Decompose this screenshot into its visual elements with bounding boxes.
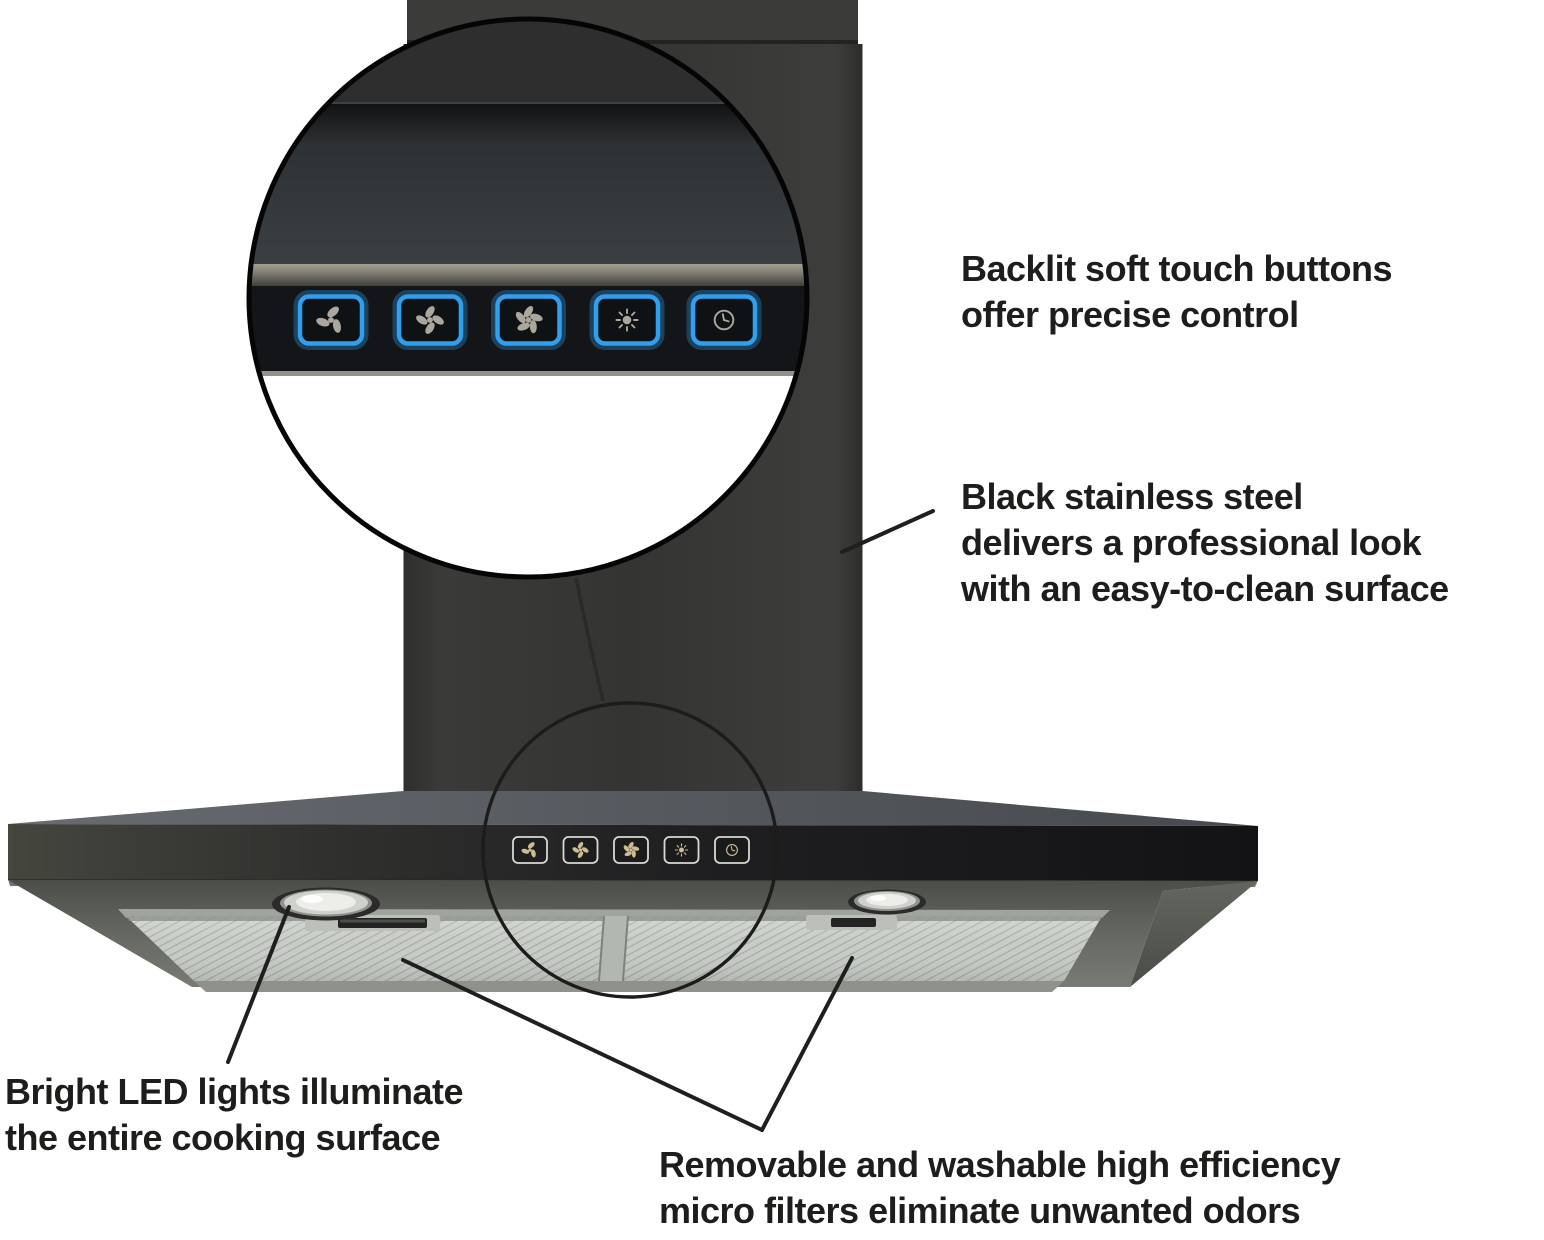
annotation-line: Backlit soft touch buttons (961, 248, 1393, 289)
hood-timer-button (714, 836, 750, 864)
annotation-line: Removable and washable high efficiency (659, 1144, 1341, 1185)
hood-fan-speed-3-button (613, 836, 649, 864)
inset-timer-button (686, 290, 762, 350)
inset-fan-speed-2-button (392, 290, 468, 350)
canopy-slope (8, 791, 1258, 826)
annotation-line: offer precise control (961, 294, 1299, 335)
hood-fan-speed-1-button (512, 836, 548, 864)
magnifier-connector-line (574, 577, 605, 702)
canopy-right-side (1130, 881, 1258, 987)
hood-bottom-rim (194, 981, 1064, 992)
led-light-left (272, 887, 380, 921)
callout-line-filter-left (401, 958, 764, 1132)
filter-divider (599, 916, 628, 981)
annotation-line: with an easy-to-clean surface (961, 568, 1449, 609)
led-light-right (848, 889, 926, 915)
annotation-line: Bright LED lights illuminate (5, 1071, 464, 1112)
annotation-filters: Removable and washable high efficiency m… (659, 1142, 1341, 1234)
callout-line-led (226, 905, 291, 1064)
callout-line-steel (840, 509, 935, 554)
magnifier-source-circle (481, 701, 779, 999)
filter-handle-right (806, 915, 897, 930)
annotation-line: delivers a professional look (961, 522, 1422, 563)
inset-fan-speed-3-button (491, 290, 566, 350)
hood-control-strip (512, 836, 750, 864)
annotation-led-lights: Bright LED lights illuminate the entire … (5, 1069, 464, 1161)
annotation-black-stainless: Black stainless steel delivers a profess… (961, 474, 1449, 612)
callout-lines (226, 509, 935, 1132)
inset-circle-outline (246, 16, 810, 580)
annotation-line: micro filters eliminate unwanted odors (659, 1190, 1301, 1231)
hood-fan-speed-2-button (562, 836, 599, 864)
inset-fan-speed-1-button (293, 290, 369, 350)
annotation-backlit-buttons: Backlit soft touch buttons offer precise… (961, 246, 1393, 338)
annotation-line: the entire cooking surface (5, 1117, 441, 1158)
hood-light-button (663, 836, 700, 864)
callout-line-filter-right (760, 956, 854, 1132)
hood-canopy (8, 791, 1258, 992)
annotation-line: Black stainless steel (961, 476, 1303, 517)
inset-light-button (589, 290, 665, 350)
